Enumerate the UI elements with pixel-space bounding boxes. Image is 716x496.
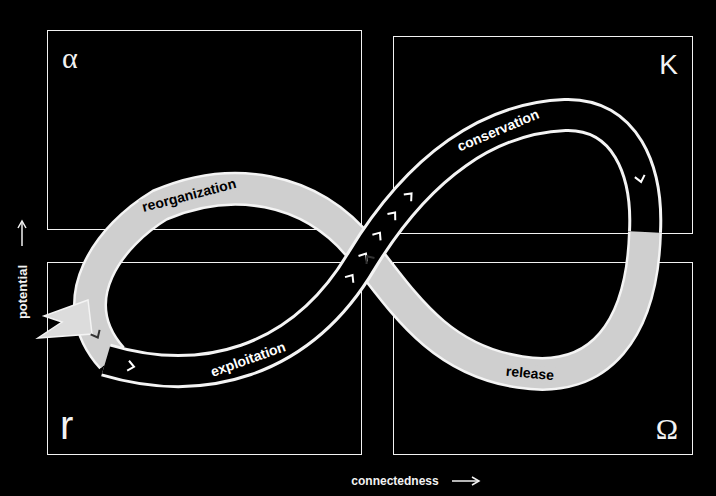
flow-arrow [635, 175, 645, 182]
phase-symbol: Ω [656, 412, 678, 446]
axis-label: potential [15, 263, 30, 321]
flow-arrow [91, 330, 100, 338]
phase-label: release [504, 363, 558, 384]
phase-label: conservation [453, 105, 543, 155]
flow-arrow [387, 213, 395, 221]
phase-label: exploitation [206, 338, 289, 381]
phase-symbol: K [659, 49, 678, 81]
flow-arrow [367, 256, 375, 264]
axis-label: connectedness [349, 474, 440, 488]
flow-arrow [404, 193, 412, 201]
flow-arrow [127, 361, 134, 371]
flow-arrow [345, 275, 353, 283]
phase-symbol: r [60, 403, 73, 448]
flow-arrow [372, 233, 380, 241]
phase-symbol: α [62, 41, 78, 75]
phase-label: reorganization [139, 175, 240, 216]
